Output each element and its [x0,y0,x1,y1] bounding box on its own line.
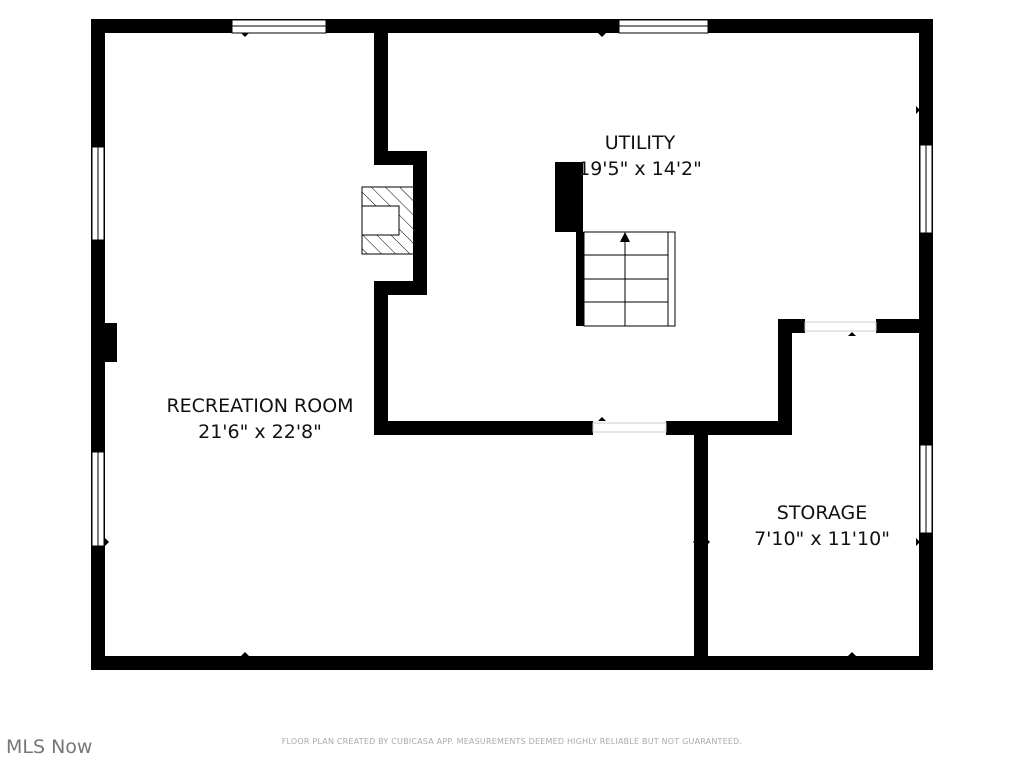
windows [91,19,933,547]
stairs [555,162,676,327]
room-label-recreation: RECREATION ROOM 21'6" x 22'8" [150,393,370,445]
stair-arrow-icon [620,232,630,242]
room-size: 19'5" x 14'2" [578,158,702,180]
door [592,422,667,433]
storage-wall-upper [666,319,805,435]
room-name: STORAGE [776,502,868,524]
fireplace [361,186,417,255]
room-name: UTILITY [604,132,676,154]
walls [91,19,933,670]
dimension-markers [105,33,920,656]
wall-bump [105,323,117,362]
room-size: 21'6" x 22'8" [198,421,322,443]
door [804,321,877,332]
room-label-utility: UTILITY 19'5" x 14'2" [560,130,720,182]
room-name: RECREATION ROOM [166,395,354,417]
mls-now-logo: MLS Now [6,736,93,758]
doors [592,321,877,433]
room-size: 7'10" x 11'10" [754,528,890,550]
disclaimer: FLOOR PLAN CREATED BY CUBICASA APP. MEAS… [281,737,743,746]
outer-wall [91,19,933,670]
room-label-storage: STORAGE 7'10" x 11'10" [742,500,902,552]
rec-utility-wall [374,26,593,435]
